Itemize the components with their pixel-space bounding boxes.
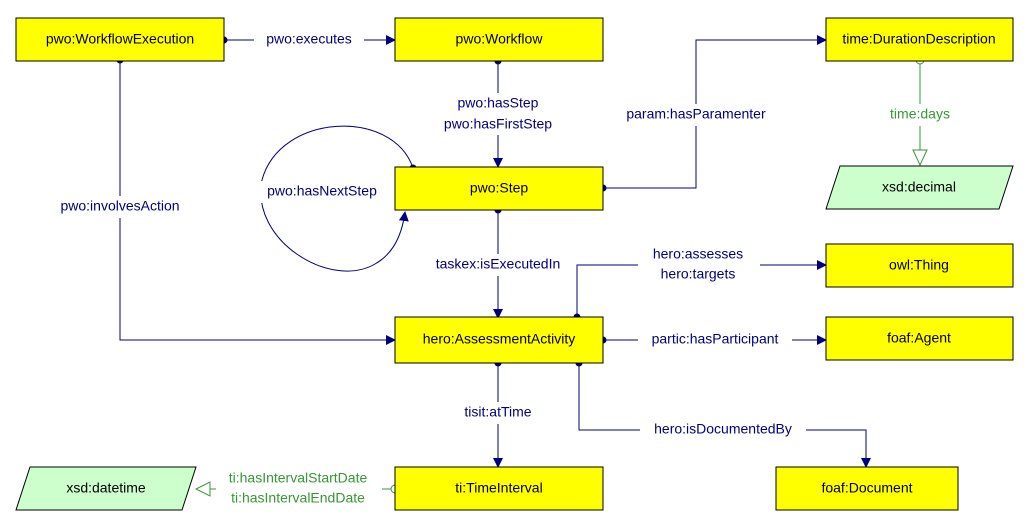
node-xsd-datetime[interactable]: xsd:datetime xyxy=(15,466,197,511)
edge-days: time:days xyxy=(882,55,958,167)
node-label: pwo:Workflow xyxy=(456,31,544,47)
edge-label-has-interval-end-date: ti:hasIntervalEndDate xyxy=(231,490,365,506)
open-arrowhead xyxy=(912,149,928,167)
edge-executes: pwo:executes xyxy=(220,30,396,50)
edge-label-has-first-step: pwo:hasFirstStep xyxy=(444,116,552,132)
edge-label-has-participant: partic:hasParticipant xyxy=(652,331,779,347)
edge-label-executes: pwo:executes xyxy=(266,31,352,47)
edge-has-step: pwo:hasStep pwo:hasFirstStep xyxy=(444,57,568,168)
node-duration-description[interactable]: time:DurationDescription xyxy=(825,17,1014,62)
node-label: owl:Thing xyxy=(889,257,949,273)
node-workflow[interactable]: pwo:Workflow xyxy=(394,17,604,62)
open-arrowhead xyxy=(194,481,211,497)
node-label: pwo:Step xyxy=(470,180,529,196)
node-step[interactable]: pwo:Step xyxy=(394,166,604,211)
edge-label-has-step: pwo:hasStep xyxy=(458,95,539,111)
edge-label-involves-action: pwo:involvesAction xyxy=(60,198,179,214)
edge-involves-action: pwo:involvesAction xyxy=(48,56,396,345)
edge-has-interval-dates: ti:hasIntervalStartDate ti:hasIntervalEn… xyxy=(194,469,400,511)
edge-label-has-next-step: pwo:hasNextStep xyxy=(267,183,377,199)
edge-has-participant: partic:hasParticipant xyxy=(599,329,827,351)
edge-label-is-documented-by: hero:isDocumentedBy xyxy=(654,421,792,437)
node-workflow-execution[interactable]: pwo:WorkflowExecution xyxy=(15,17,225,62)
node-owl-thing[interactable]: owl:Thing xyxy=(825,243,1014,288)
edge-label-has-interval-start-date: ti:hasIntervalStartDate xyxy=(229,470,368,486)
node-xsd-decimal[interactable]: xsd:decimal xyxy=(825,165,1014,210)
edge-label-days: time:days xyxy=(890,106,950,122)
edge-label-has-paramenter: param:hasParamenter xyxy=(626,106,766,122)
node-foaf-agent[interactable]: foaf:Agent xyxy=(825,316,1014,361)
edge-at-time: tisit:atTime xyxy=(444,359,552,468)
node-label: hero:AssessmentActivity xyxy=(423,331,576,347)
edge-has-paramenter: param:hasParamenter xyxy=(599,35,827,192)
node-label: xsd:datetime xyxy=(66,480,146,496)
edge-label-at-time: tisit:atTime xyxy=(464,404,531,420)
node-label: foaf:Document xyxy=(821,480,912,496)
edge-assesses: hero:assesses hero:targets xyxy=(573,245,827,321)
node-label: ti:TimeInterval xyxy=(455,480,542,496)
node-label: pwo:WorkflowExecution xyxy=(46,31,194,47)
edge-is-documented-by: hero:isDocumentedBy xyxy=(575,359,871,468)
node-foaf-document[interactable]: foaf:Document xyxy=(775,466,959,511)
node-label: time:DurationDescription xyxy=(842,31,995,47)
edge-label-targets: hero:targets xyxy=(661,266,736,282)
node-label: foaf:Agent xyxy=(887,330,951,346)
node-label: xsd:decimal xyxy=(882,179,956,195)
edge-label-is-executed-in: taskex:isExecutedIn xyxy=(436,256,561,272)
edge-is-executed-in: taskex:isExecutedIn xyxy=(424,206,574,319)
node-time-interval[interactable]: ti:TimeInterval xyxy=(394,466,604,511)
node-assessment-activity[interactable]: hero:AssessmentActivity xyxy=(394,316,604,364)
edge-has-next-step: pwo:hasNextStep xyxy=(257,125,417,272)
edge-label-assesses: hero:assesses xyxy=(653,246,743,262)
